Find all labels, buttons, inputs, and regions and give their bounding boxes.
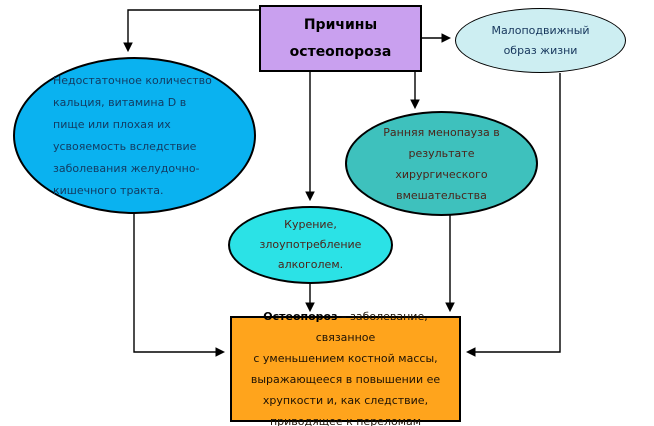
node-calcium-deficiency: Недостаточное количество кальция, витами… [13,57,256,214]
connector-calcium-to-definition [133,213,226,357]
title-box: Причины остеопороза [259,5,422,72]
definition-text: Остеопороз – заболевание, связанное с ум… [235,285,456,426]
node-early-menopause: Ранняя менопауза в результате хирургичес… [345,111,538,216]
node-smoking-alcohol: Курение, злоупотребление алкоголем. [228,206,393,284]
connector-title-to-calcium [123,9,259,53]
definition-line1-rest: – заболевание, связанное [315,310,428,344]
definition-term: Остеопороз [263,310,338,323]
connector-sedentary-to-definition [465,73,561,357]
node-sedentary-lifestyle: Малоподвижный образ жизни [455,8,626,73]
definition-rest: с уменьшением костной массы, выражающеес… [250,352,441,426]
definition-box: Остеопороз – заболевание, связанное с ум… [230,310,461,426]
